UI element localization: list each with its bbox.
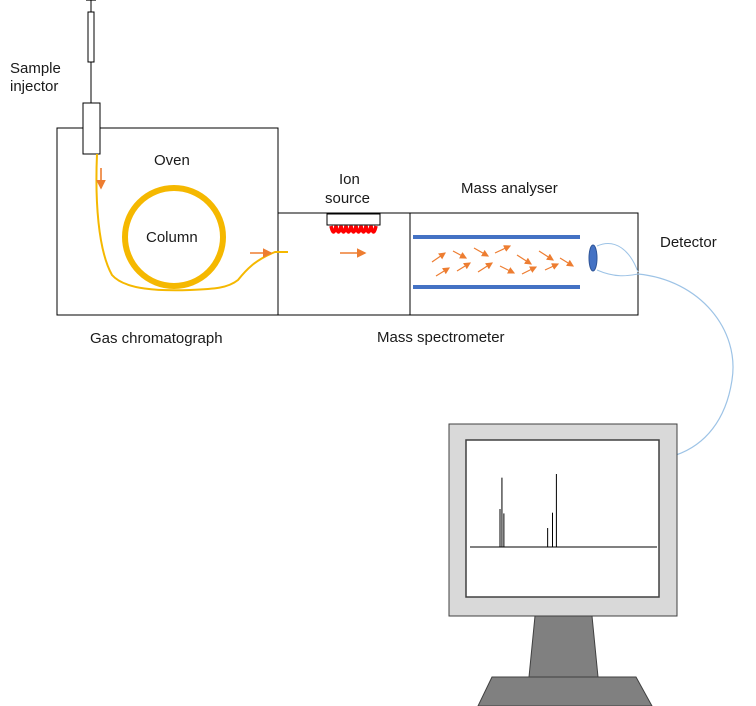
monitor-base — [477, 676, 653, 706]
ion-arrow — [431, 252, 446, 263]
detector-dish — [588, 244, 598, 272]
injector-port-overlay — [82, 102, 101, 155]
gas-chromatograph-label: Gas chromatograph — [90, 330, 223, 347]
data-cable — [637, 273, 734, 456]
detector-wire-top — [596, 243, 639, 273]
mass-analyser-box — [409, 212, 639, 316]
oven-label: Oven — [154, 152, 190, 169]
ion-source-filament — [326, 213, 381, 234]
monitor-neck — [528, 615, 599, 678]
ion-arrow — [521, 266, 538, 275]
filament-coil — [329, 225, 378, 234]
ion-arrow — [456, 262, 472, 272]
mass-spectrum — [470, 474, 657, 548]
mass-spectrometer-label: Mass spectrometer — [377, 329, 505, 346]
ion-arrow — [499, 265, 516, 274]
ion-arrow — [516, 254, 533, 265]
ion-arrow — [544, 263, 560, 271]
column-label: Column — [146, 229, 198, 246]
ion-arrow — [559, 257, 575, 267]
ion-arrow — [452, 250, 468, 259]
sample-injector-label-line2: injector — [10, 78, 58, 95]
detector-label: Detector — [660, 234, 717, 251]
ion-source-label-line1: Ion — [339, 171, 360, 188]
ion-source-label-line2: source — [325, 190, 370, 207]
column-coil — [122, 185, 226, 289]
ion-trajectories — [431, 245, 575, 277]
computer-monitor — [448, 423, 678, 706]
sample-injector-label-line1: Sample — [10, 60, 61, 77]
ion-arrow — [477, 262, 494, 273]
detector-wire-bottom — [596, 269, 639, 277]
ion-arrow — [494, 245, 512, 254]
monitor-screen — [465, 439, 660, 598]
column-tubing — [95, 153, 288, 292]
mass-analyser-label: Mass analyser — [461, 180, 558, 197]
ion-arrow — [473, 247, 490, 257]
ion-arrow — [435, 267, 451, 277]
gc-column — [95, 153, 288, 292]
syringe-barrel — [87, 11, 95, 63]
filament-holder — [326, 213, 381, 226]
ion-arrow — [538, 250, 555, 261]
